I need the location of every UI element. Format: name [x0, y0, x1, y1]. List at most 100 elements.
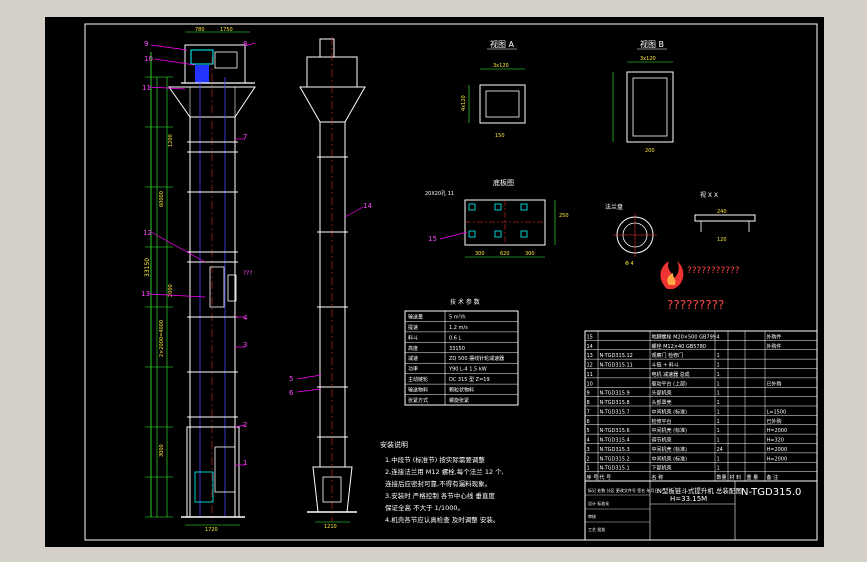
parts-cell: 电机 减速器 总成: [652, 371, 690, 378]
parts-cell: 1: [717, 456, 720, 462]
parts-cell: 头部机壳: [652, 390, 672, 397]
svg-text:4x120: 4x120: [461, 95, 467, 111]
parts-cell: 外购件: [767, 333, 782, 340]
svg-text:300: 300: [525, 251, 535, 257]
parts-cell: 1: [717, 400, 720, 406]
parts-header-cell: 备 注: [767, 474, 779, 481]
parts-cell: 24: [717, 447, 723, 453]
svg-text:Φ 4: Φ 4: [625, 261, 634, 267]
param-value: 5 m³/h: [449, 314, 466, 320]
parts-cell: 15: [587, 334, 593, 340]
svg-text:技 术 参 数: 技 术 参 数: [450, 298, 480, 306]
callout-15: 15: [428, 235, 437, 243]
svg-text:设计 标准化: 设计 标准化: [588, 500, 609, 506]
drawing-sheet: 33150 60000 2×2000=4000 3000 1200 2000: [45, 17, 824, 547]
svg-text:工艺 批准: 工艺 批准: [588, 526, 605, 532]
parts-cell: N-TGD315.1: [600, 466, 630, 472]
parts-cell: 3: [587, 447, 590, 453]
flange-section-view: 视 X X 240 120: [694, 191, 756, 243]
parts-cell: 4: [587, 438, 590, 444]
notes-title: 安装说明: [380, 440, 408, 449]
svg-text:150: 150: [495, 133, 505, 139]
param-name: 高度: [408, 345, 418, 352]
param-value: 0.6 L: [449, 335, 462, 341]
parts-cell: H=2000: [767, 447, 788, 453]
note-line: 4.机壳各节应认真检查 及时调整 安装。: [385, 515, 499, 524]
callout-7: 7: [243, 133, 247, 141]
note-line: 1.中段节 (标准节) 按实际需要调整: [385, 455, 485, 464]
parts-cell: 地脚螺栓 M20×500 GB799: [652, 333, 716, 340]
callout-10: 10: [144, 55, 153, 63]
parts-cell: 中间机壳 (标准): [652, 455, 688, 462]
svg-text:法兰盘: 法兰盘: [605, 203, 623, 211]
callout-11: 11: [142, 84, 151, 92]
logo-area: ??????????? ?????????: [660, 261, 740, 312]
height-label: H=33.15M: [670, 495, 707, 503]
svg-text:200: 200: [645, 148, 655, 154]
parts-header-cell: 序 号: [587, 474, 599, 481]
parts-cell: N-TGD315.2: [600, 456, 630, 462]
param-name: 提速: [408, 324, 418, 331]
svg-text:视 X X: 视 X X: [700, 191, 718, 199]
param-value: Y90 L-4 1.5 kW: [448, 367, 487, 373]
svg-text:3x120: 3x120: [493, 63, 509, 69]
title-block: N型板链斗式提升机 总装配图 H=33.15M N-TGD315.0 标记 处数…: [584, 480, 818, 541]
param-name: 减速: [408, 355, 418, 362]
parts-cell: 1: [717, 363, 720, 369]
parts-cell: 下部机壳: [652, 465, 672, 472]
callout-14: 14: [363, 202, 372, 210]
param-name: 主动链轮: [408, 376, 428, 383]
param-value: DC 315 型 Z=19: [449, 376, 490, 383]
view-b-title: 视图 B: [640, 39, 664, 49]
parts-cell: 13: [587, 353, 593, 359]
param-value: 颗粒状物料: [449, 387, 474, 394]
parts-cell: 已外购: [767, 418, 782, 425]
note-line: 2.连接法兰用 M12 螺栓,每个法兰 12 个,: [385, 467, 504, 476]
svg-text:1200: 1200: [168, 134, 174, 147]
param-name: 输送量: [408, 313, 423, 320]
cad-drawing: 33150 60000 2×2000=4000 3000 1200 2000: [84, 23, 818, 541]
red-subtitle: ?????????: [667, 298, 724, 312]
view-a: 视图 A 3x120 4x120 150: [461, 39, 526, 139]
parts-cell: N-TGD315.6: [600, 428, 630, 434]
parts-cell: 6: [587, 419, 590, 425]
callout-1: 1: [243, 459, 247, 467]
parts-cell: 1: [717, 419, 720, 425]
parts-cell: 1: [717, 466, 720, 472]
parts-cell: N-TGD315.3: [600, 447, 630, 453]
callout-13: 13: [141, 290, 150, 298]
flange-view: 法兰盘 Φ 4: [605, 203, 657, 267]
parts-cell: 驱动平台 (上部): [652, 380, 688, 387]
parts-header-cell: 重 量: [747, 474, 759, 481]
parts-cell: 外购件: [767, 343, 782, 350]
param-value: ZQ 500 摆线针轮减速器: [449, 355, 504, 362]
svg-text:60000: 60000: [159, 191, 165, 207]
callout-2: 2: [243, 421, 247, 429]
parts-cell: H=320: [767, 438, 785, 444]
svg-text:620: 620: [500, 251, 510, 257]
svg-text:20X20孔 11: 20X20孔 11: [425, 190, 454, 197]
parts-cell: 1: [717, 438, 720, 444]
parts-cell: 4: [717, 334, 720, 340]
parts-cell: 观察门 检修门: [652, 352, 684, 359]
note-line: 保证全高 不大于 1/1000。: [385, 503, 464, 512]
parts-cell: N-TGD315.12: [600, 353, 633, 359]
parts-cell: 9: [587, 391, 590, 397]
parts-cell: 2: [587, 456, 590, 462]
callout-9: 9: [144, 40, 148, 48]
base-plate-title: 底板图: [493, 178, 514, 187]
parts-cell: 头部罩壳: [652, 399, 672, 406]
svg-text:审核: 审核: [588, 513, 596, 519]
parts-cell: 8: [587, 400, 590, 406]
svg-text:3000: 3000: [159, 444, 165, 457]
bottom-width-dim: 1720: [205, 527, 218, 533]
parts-cell: 7: [587, 409, 590, 415]
parts-cell: L=1500: [767, 409, 787, 415]
drawing-border: [84, 23, 818, 541]
note-line: 3.安装时 严格控制 各节中心线 垂直度: [385, 491, 495, 500]
parts-cell: 1: [717, 353, 720, 359]
svg-text:120: 120: [717, 237, 727, 243]
param-name: 功率: [408, 366, 418, 373]
